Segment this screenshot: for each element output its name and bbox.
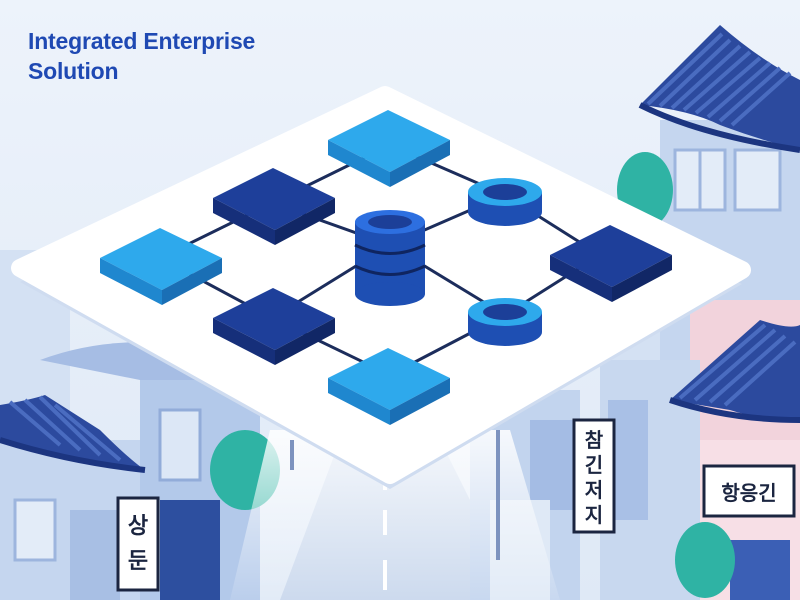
server-tile-icon (328, 110, 450, 187)
sign-center-char-3: 저 (585, 478, 603, 502)
ring-node-icon (468, 178, 542, 226)
support-poles (290, 430, 500, 560)
sign-left-char-1: 상 (128, 514, 148, 539)
server-tile-icon (328, 348, 450, 425)
server-tile-icon (213, 168, 335, 245)
server-tile-icon (550, 225, 672, 302)
server-tile-icon (100, 228, 222, 305)
sign-center: 참 긴 저 지 (572, 418, 616, 534)
sign-right: 항응긴 (702, 464, 796, 518)
server-tile-icon (213, 288, 335, 365)
title-line-1: Integrated Enterprise (28, 28, 256, 54)
light-beam (230, 430, 560, 600)
sign-left: 상 둔 (116, 496, 160, 592)
tree-icon (675, 522, 735, 598)
sign-center-char-2: 긴 (585, 453, 603, 477)
sign-center-char-4: 지 (585, 503, 603, 527)
sign-left-char-2: 둔 (128, 549, 148, 574)
database-cylinder-icon (354, 210, 426, 306)
sign-right-text: 항응긴 (721, 481, 776, 505)
hanok-roof-icon (640, 25, 800, 150)
title-line-2: Solution (28, 58, 119, 84)
page-title: Integrated Enterprise Solution (28, 26, 358, 86)
sign-center-char-1: 참 (585, 428, 604, 452)
ring-node-icon (468, 298, 542, 346)
